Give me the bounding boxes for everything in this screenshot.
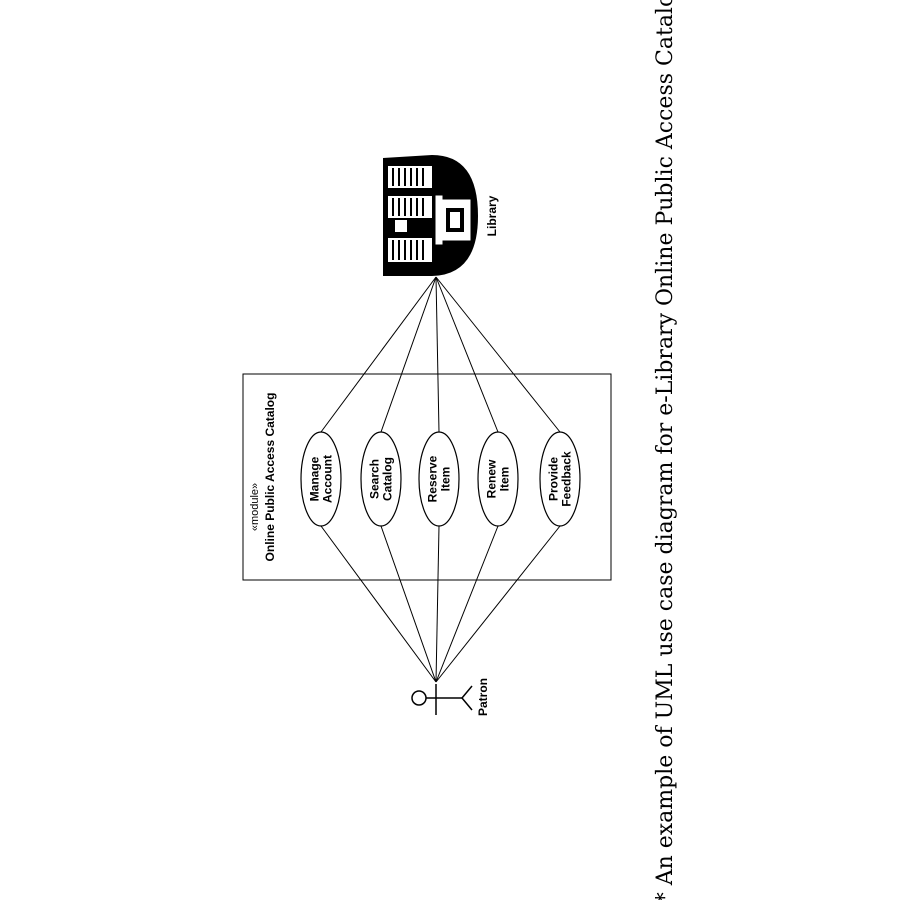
patron-association-line (435, 525, 561, 683)
library-building-icon (383, 155, 478, 276)
use-case-label: Account (321, 455, 335, 503)
use-case-label: Item (498, 467, 512, 492)
patron-association-line (320, 525, 437, 683)
use-case-label: Item (439, 467, 453, 492)
use-case-ellipse (360, 431, 402, 527)
use-case-ellipse (539, 431, 581, 527)
use-case-ellipse (418, 431, 460, 527)
patron-association-line (380, 525, 437, 683)
library-association-line (435, 276, 440, 433)
system-boundary (242, 373, 612, 581)
library-association-line (380, 276, 437, 433)
library-actor: Library (383, 155, 499, 276)
library-association-line (320, 276, 437, 433)
patron-association-line (435, 525, 440, 683)
association-lines (320, 276, 561, 683)
library-association-line (435, 276, 499, 433)
use-case-label: Feedback (560, 451, 574, 507)
stick-figure-icon (411, 684, 473, 715)
library-label: Library (485, 195, 499, 236)
system-stereotype: «module» (249, 483, 261, 531)
patron-actor: Patron (411, 678, 490, 716)
library-association-line (435, 276, 561, 433)
use-case-label: Reserve (426, 455, 440, 502)
figure-caption: * An example of UML use case diagram for… (653, 0, 678, 900)
use-case-ellipse (477, 431, 519, 527)
patron-association-line (435, 525, 499, 683)
patron-label: Patron (476, 678, 490, 716)
use-case-label: Manage (308, 456, 322, 501)
use-case-ellipse (300, 431, 342, 527)
system-name: Online Public Access Catalog (263, 393, 277, 562)
use-case-label: Catalog (381, 457, 395, 501)
use-case-label: Search (368, 459, 382, 499)
use-case-label: Provide (547, 457, 561, 501)
use-case-label: Renew (485, 459, 499, 498)
